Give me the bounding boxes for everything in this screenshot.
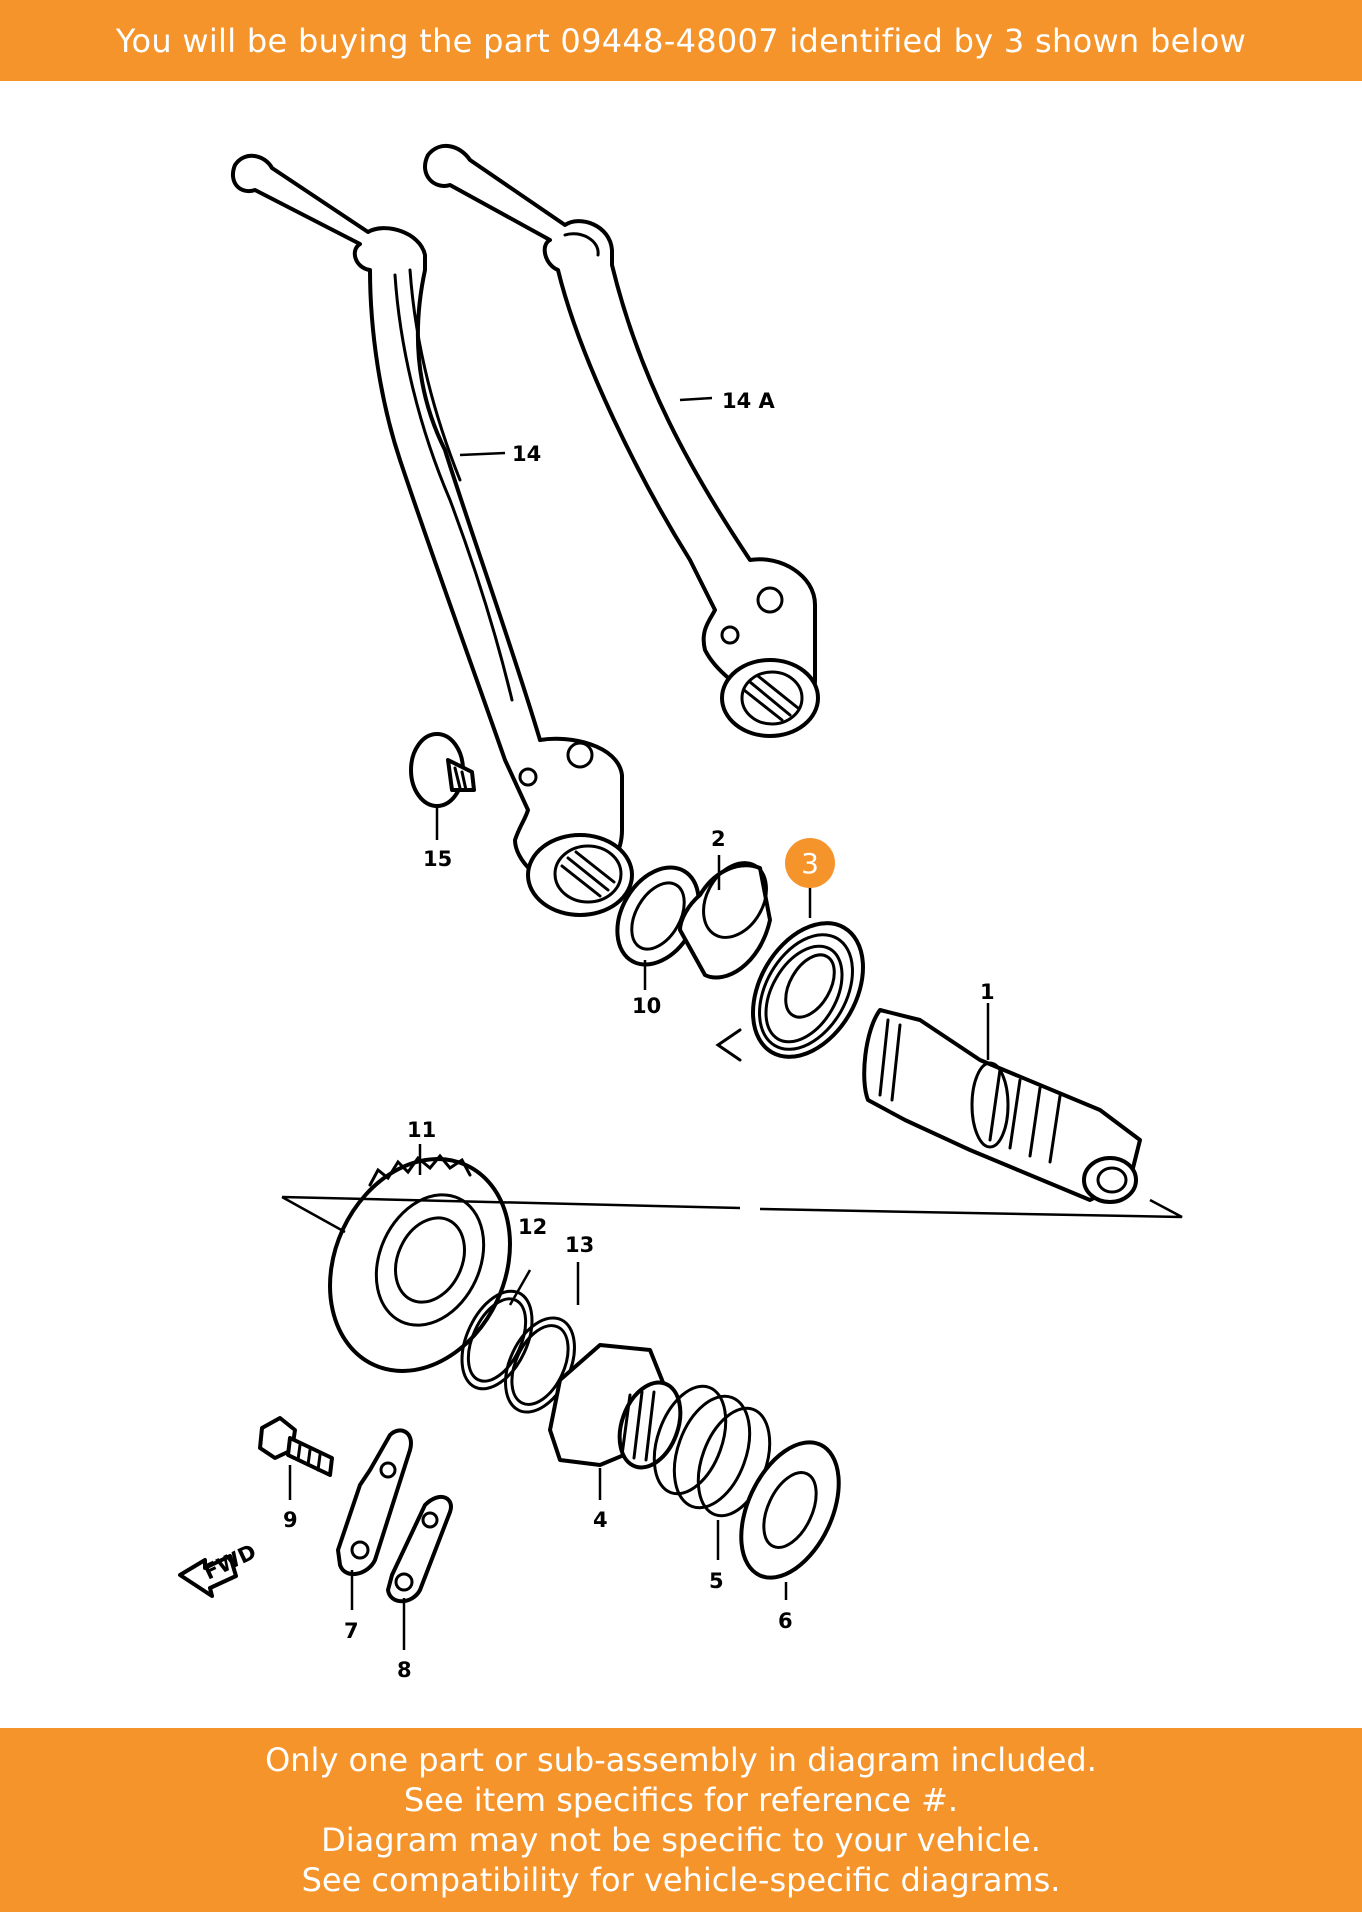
washer-6[interactable] <box>722 1427 859 1593</box>
header-text: You will be buying the part 09448-48007 … <box>115 21 1247 60</box>
kick-lever-14[interactable] <box>231 153 634 917</box>
plate-7[interactable] <box>336 1428 413 1576</box>
kick-lever-14a[interactable] <box>423 144 820 738</box>
label-11: 11 <box>407 1118 436 1142</box>
label-12: 12 <box>518 1215 547 1239</box>
exploded-view-svg: FWD 14 A 14 15 10 2 1 11 12 13 4 5 6 9 7… <box>178 144 1183 1682</box>
label-5: 5 <box>709 1569 724 1593</box>
label-7: 7 <box>344 1619 359 1643</box>
bearing-10[interactable] <box>601 853 715 979</box>
footer-line-1: Only one part or sub-assembly in diagram… <box>265 1741 1097 1779</box>
kick-gear-11[interactable] <box>296 1129 543 1400</box>
label-10: 10 <box>632 994 661 1018</box>
leader-12 <box>508 1269 532 1306</box>
label-6: 6 <box>778 1609 793 1633</box>
top-banner: You will be buying the part 09448-48007 … <box>0 0 1362 81</box>
leader-14 <box>459 451 506 457</box>
label-14a: 14 A <box>722 389 776 413</box>
parts-diagram: FWD 14 A 14 15 10 2 1 11 12 13 4 5 6 9 7… <box>0 81 1362 1728</box>
kick-spring-3[interactable] <box>715 904 886 1077</box>
kick-shaft-1[interactable] <box>862 1008 1142 1204</box>
footer-line-2: See item specifics for reference #. <box>403 1781 959 1819</box>
label-13: 13 <box>565 1233 594 1257</box>
label-4: 4 <box>593 1508 608 1532</box>
label-1: 1 <box>980 980 995 1004</box>
highlight-number: 3 <box>801 847 819 880</box>
label-8: 8 <box>397 1658 412 1682</box>
highlight-callout-3[interactable]: 3 <box>785 838 835 888</box>
bolt-15[interactable] <box>409 732 476 808</box>
plate-8[interactable] <box>386 1494 453 1604</box>
label-14: 14 <box>512 442 541 466</box>
label-15: 15 <box>423 847 452 871</box>
label-9: 9 <box>283 1508 298 1532</box>
bolt-9[interactable] <box>258 1416 334 1477</box>
circlip-12[interactable] <box>448 1280 546 1400</box>
plane-outline <box>281 1195 1183 1234</box>
collar-2[interactable] <box>678 851 779 980</box>
leader-14a <box>679 396 713 402</box>
label-2: 2 <box>711 827 726 851</box>
footer-line-4: See compatibility for vehicle-specific d… <box>301 1861 1061 1899</box>
bottom-banner: Only one part or sub-assembly in diagram… <box>0 1728 1362 1912</box>
ratchet-4[interactable] <box>548 1343 691 1476</box>
highlight-badge <box>785 838 835 888</box>
footer-line-3: Diagram may not be specific to your vehi… <box>321 1821 1041 1859</box>
fwd-arrow-icon: FWD <box>178 1540 260 1598</box>
